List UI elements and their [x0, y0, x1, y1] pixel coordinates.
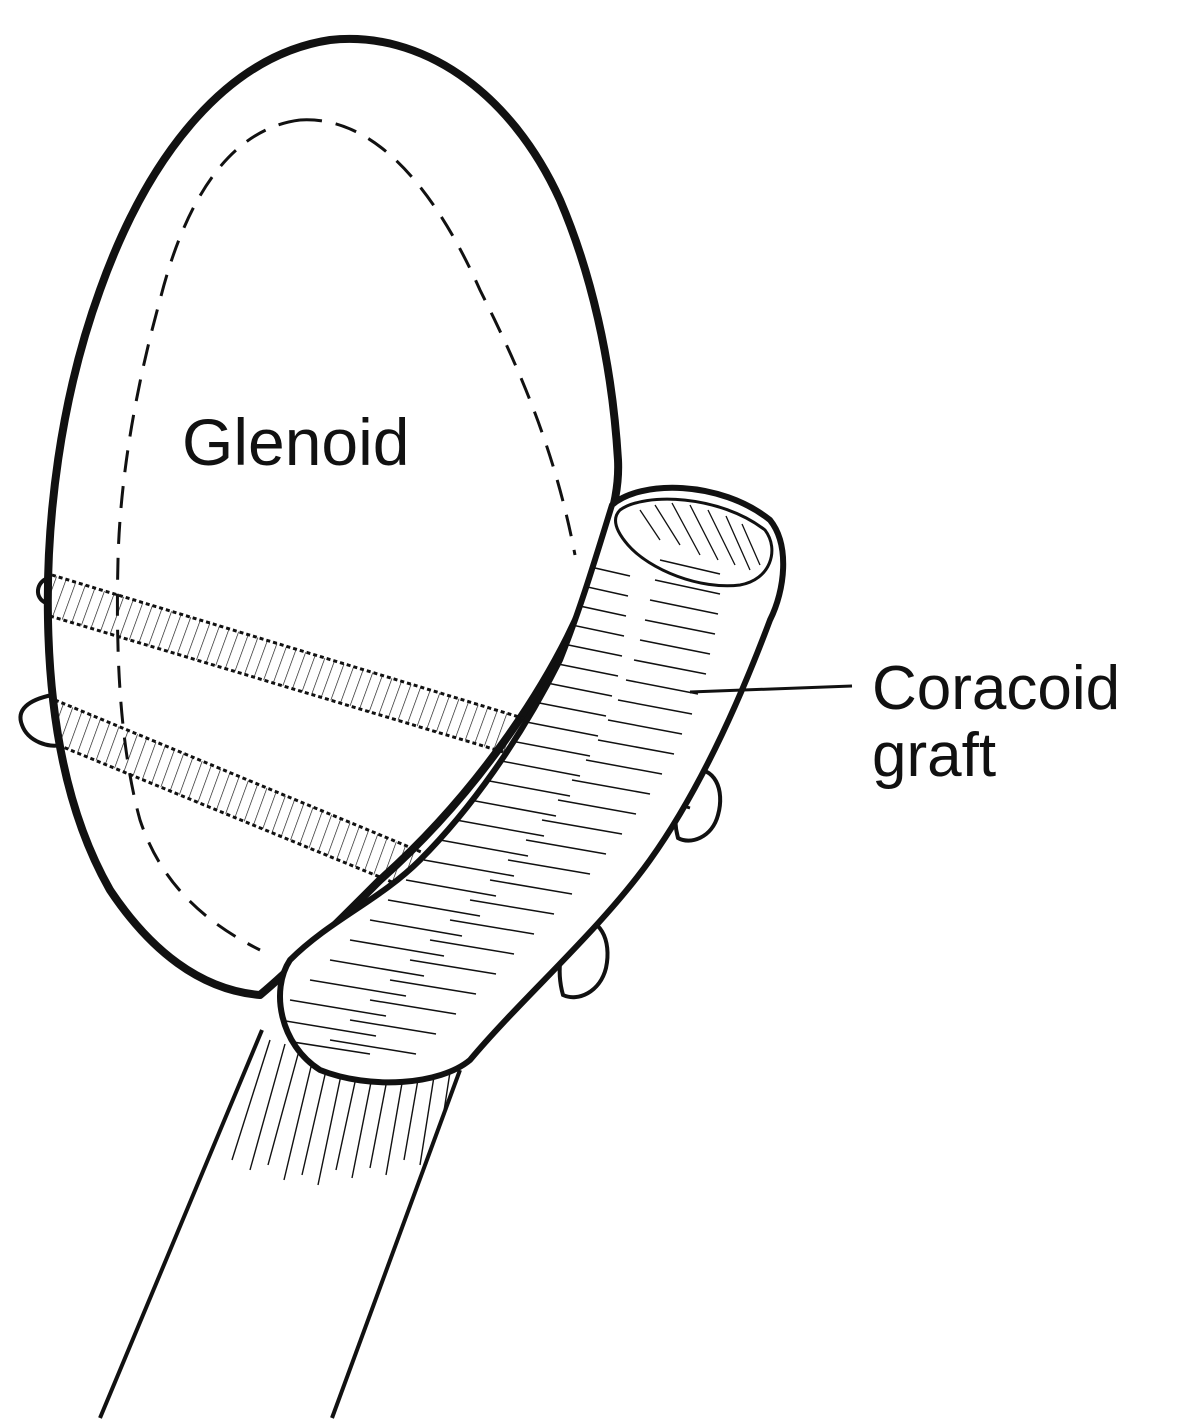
coracoid-graft-label: Coracoid graft — [872, 656, 1120, 790]
coracoid-label-line1: Coracoid — [872, 656, 1120, 723]
coracoid-label-line2: graft — [872, 723, 1120, 790]
glenoid-label: Glenoid — [182, 407, 410, 478]
scapular-neck — [100, 1030, 460, 1418]
